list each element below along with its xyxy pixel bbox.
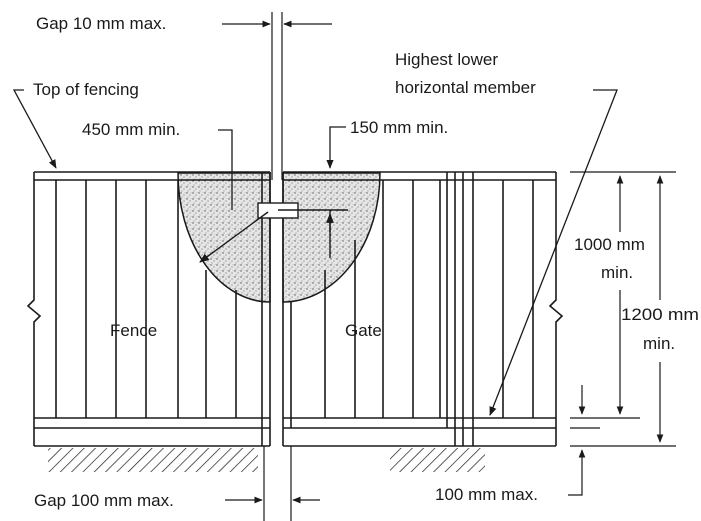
clearance-zone xyxy=(177,172,381,303)
ground-hatching xyxy=(48,448,485,472)
fence-label: Fence xyxy=(110,321,157,340)
dim-150-label: 150 mm min. xyxy=(350,118,448,137)
leader-150 xyxy=(326,126,346,169)
top-of-fencing-label: Top of fencing xyxy=(33,80,139,99)
dim-1000-label-line1: 1000 mm xyxy=(574,235,645,254)
dim-1000-label-line2: min. xyxy=(601,263,633,282)
leader-top-of-fencing xyxy=(12,89,57,169)
dim-450-label: 450 mm min. xyxy=(82,120,180,139)
right-dimensions xyxy=(568,171,676,496)
gate-label: Gate xyxy=(345,321,382,340)
dim-1200-label-line2: min. xyxy=(643,334,675,353)
gap-top-label: Gap 10 mm max. xyxy=(36,14,166,33)
latch-detail xyxy=(257,202,348,258)
leader-450 xyxy=(218,129,233,210)
dim-100-label: 100 mm max. xyxy=(435,485,538,504)
highest-lower-label-line2: horizontal member xyxy=(395,78,536,97)
highest-lower-label-line1: Highest lower xyxy=(395,50,498,69)
gap-top-dimension xyxy=(222,12,332,180)
leader-highest-lower xyxy=(489,89,618,416)
radius-450-arrow xyxy=(199,211,269,263)
gap-bottom-dimension xyxy=(225,446,320,521)
fence-panel xyxy=(26,171,271,447)
dim-1200-label-line1: 1200 mm xyxy=(621,305,699,324)
gate-panel xyxy=(282,171,564,447)
gap-bottom-label: Gap 100 mm max. xyxy=(34,491,174,510)
